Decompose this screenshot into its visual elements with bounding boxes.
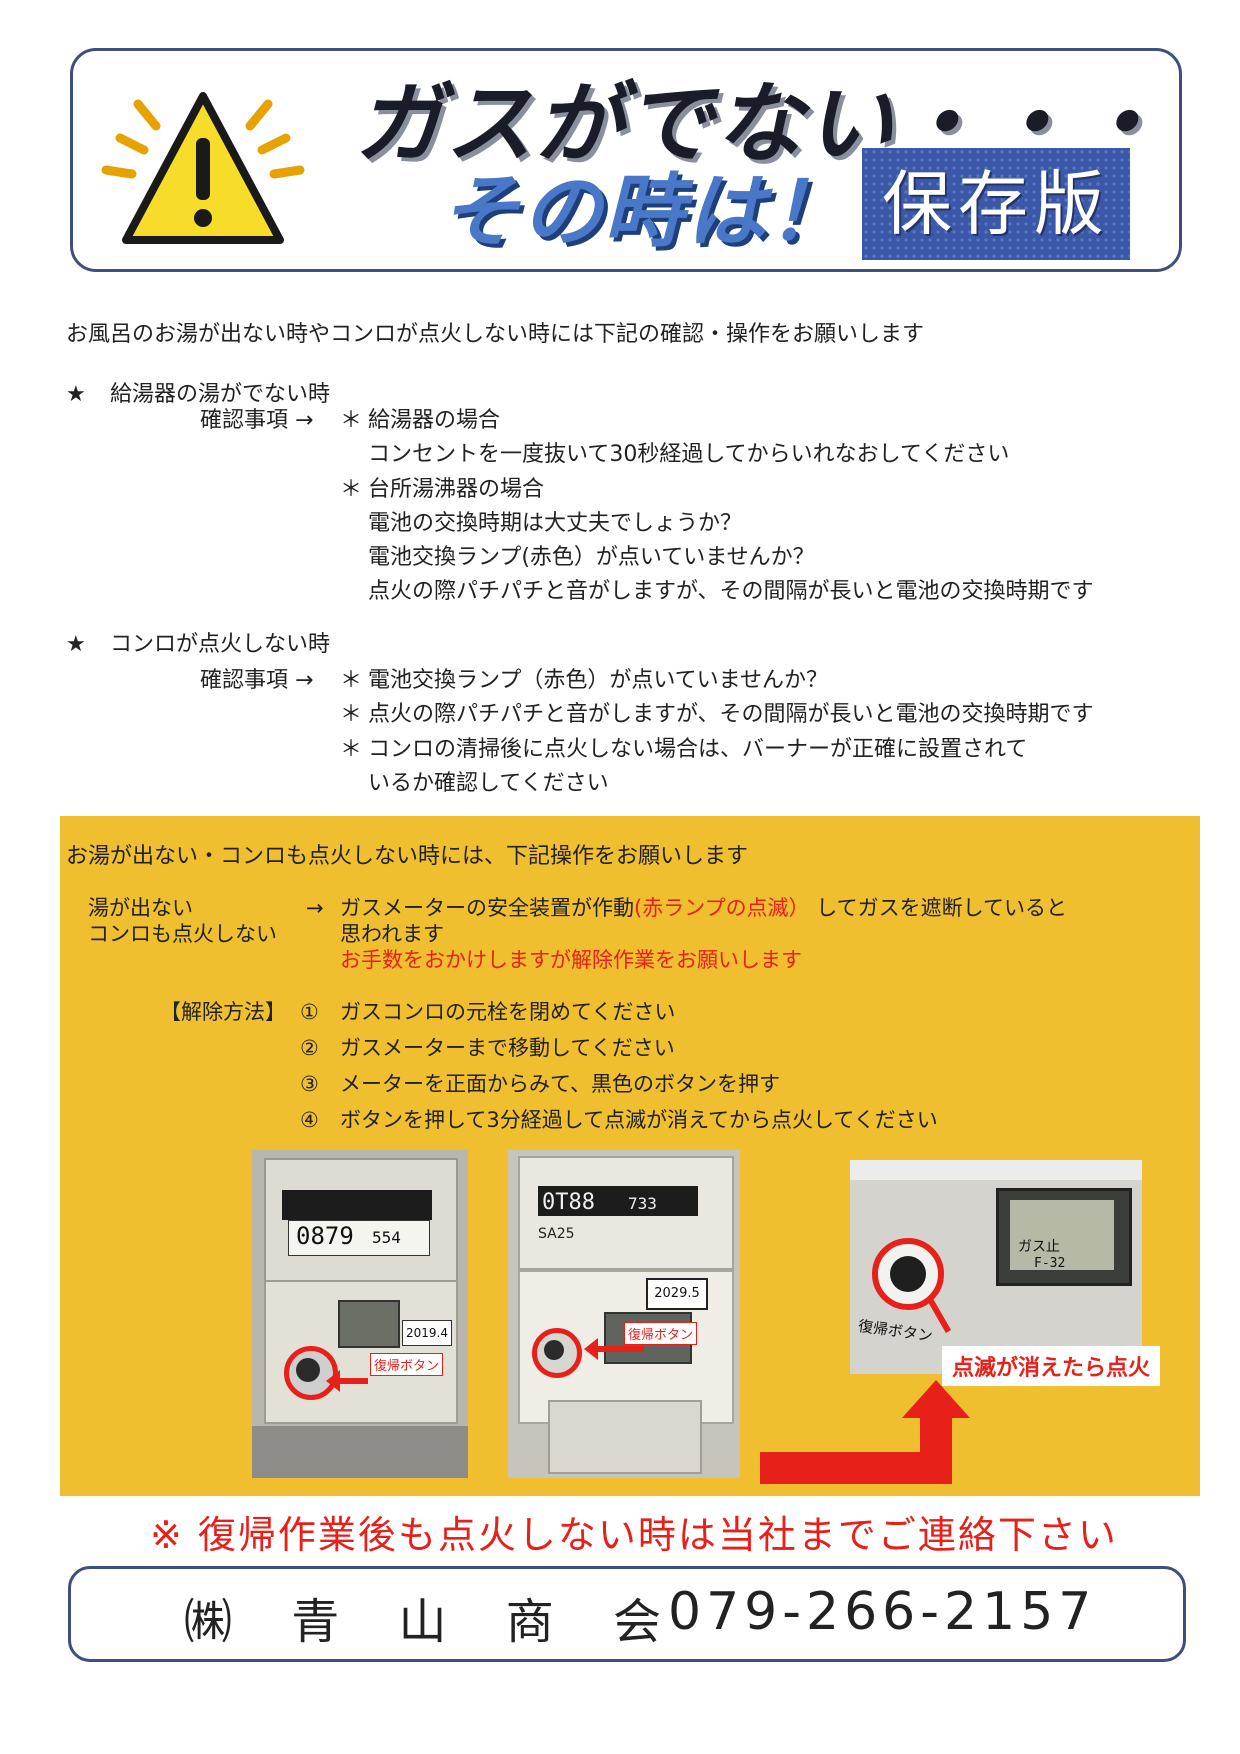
- meter2-year: 2029.5: [646, 1278, 708, 1310]
- step-text: ガスメーターまで移動してください: [340, 1036, 675, 1060]
- section2-mark: ＊: [340, 668, 363, 693]
- meter1-counter-small: 554: [372, 1228, 401, 1247]
- section1-check-label: 確認事項 →: [200, 408, 314, 433]
- section1-star: ★: [66, 382, 86, 407]
- meter1-counter: 0879: [296, 1222, 354, 1250]
- section2-title: コンロが点火しない時: [110, 632, 331, 657]
- meter-photo-2: 0T88 733 SA25 2029.5 復帰ボタン: [508, 1150, 740, 1478]
- section2-line: コンロの清掃後に点火しない場合は、バーナーが正確に設置されて: [368, 737, 1028, 762]
- section1-mark: ＊: [340, 408, 363, 433]
- result-line1: ガスメーターの安全装置が作動(赤ランプの点滅） してガスを遮断していると: [340, 896, 1067, 921]
- meter-photo-3: ガス止 F-32 復帰ボタン: [850, 1160, 1142, 1374]
- step-number: ③: [300, 1072, 319, 1096]
- reset-button-label: 復帰ボタン: [624, 1322, 698, 1345]
- meter-photo-1: 0879 554 2019.4 復帰ボタン: [252, 1150, 468, 1478]
- header-box: [70, 48, 1182, 272]
- meter3-display: ガス止: [1018, 1239, 1060, 1255]
- meter3-button-text: 復帰ボタン: [857, 1316, 934, 1346]
- footer-box: [68, 1566, 1186, 1662]
- ignite-callout: 点滅が消えたら点火: [942, 1346, 1161, 1386]
- section2-line: いるか確認してください: [368, 771, 609, 796]
- result-text-a: ガスメーターの安全装置が作動: [340, 896, 634, 920]
- step-text: ボタンを押して3分経過して点滅が消えてから点火してください: [340, 1108, 938, 1132]
- method-label: 【解除方法】: [160, 1000, 286, 1024]
- section1-line: 台所湯沸器の場合: [368, 477, 545, 502]
- step-number: ①: [300, 1000, 319, 1024]
- red-arrow-icon: [760, 1380, 970, 1490]
- condition-1: 湯が出ない: [88, 896, 193, 920]
- step-number: ②: [300, 1036, 319, 1060]
- step-text: メーターを正面からみて、黒色のボタンを押す: [340, 1072, 780, 1096]
- result-text-red: (赤ランプの点滅）: [634, 896, 810, 920]
- intro-text: お風呂のお湯が出ない時やコンロが点火しない時には下記の確認・操作をお願いします: [66, 322, 925, 347]
- section2-mark: ＊: [340, 702, 363, 727]
- step-text: ガスコンロの元栓を閉めてください: [340, 1000, 676, 1024]
- panel-heading: お湯が出ない・コンロも点火しない時には、下記操作をお願いします: [66, 844, 749, 869]
- section1-line: 給湯器の場合: [368, 408, 501, 433]
- phone-number: 079-266-2157: [668, 1582, 1097, 1642]
- step-number: ④: [300, 1108, 319, 1132]
- request-text: お手数をおかけしますが解除作業をお願いします: [340, 948, 802, 972]
- section2-line: 点火の際パチパチと音がしますが、その間隔が長いと電池の交換時期です: [368, 702, 1094, 727]
- section1-mark: ＊: [340, 477, 363, 502]
- keep-badge: 保存版: [862, 148, 1130, 260]
- meter2-counter-small: 733: [628, 1194, 657, 1213]
- section2-star: ★: [66, 632, 86, 657]
- meter2-counter: 0T88: [542, 1190, 595, 1215]
- page-subtitle: その時は！: [440, 165, 850, 258]
- meter1-year: 2019.4: [402, 1320, 452, 1346]
- section1-line: 点火の際パチパチと音がしますが、その間隔が長いと電池の交換時期です: [368, 579, 1094, 604]
- section1-line: 電池の交換時期は大丈夫でしょうか？: [368, 511, 743, 536]
- meter2-model: SA25: [538, 1226, 575, 1242]
- result-line2: 思われます: [340, 922, 444, 946]
- company-name: ㈱ 青 山 商 会: [184, 1594, 684, 1650]
- section2-line: 電池交換ランプ（赤色）が点いていませんか？: [368, 668, 829, 693]
- section1-line: 電池交換ランプ(赤色）が点いていませんか？: [368, 545, 815, 570]
- section2-check-label: 確認事項 →: [200, 668, 314, 693]
- warning-icon: [98, 82, 308, 252]
- section1-title: 給湯器の湯がでない時: [110, 382, 331, 407]
- contact-note: ※ 復帰作業後も点火しない時は当社までご連絡下さい: [150, 1513, 1118, 1557]
- reset-button-label: 復帰ボタン: [370, 1353, 444, 1376]
- condition-2: コンロも点火しない: [88, 922, 277, 946]
- result-text-b: してガスを遮断していると: [816, 896, 1067, 920]
- section1-line: コンセントを一度抜いて30秒経過してからいれなおしてください: [368, 442, 1010, 467]
- condition-arrow: →: [306, 896, 324, 920]
- meter3-code: F-32: [1034, 1256, 1066, 1271]
- section2-mark: ＊: [340, 737, 363, 762]
